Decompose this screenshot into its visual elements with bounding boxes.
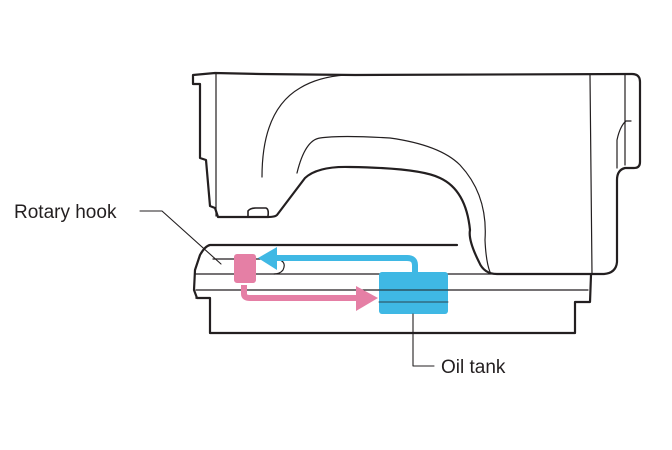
oil-tank-label: Oil tank <box>441 357 506 378</box>
oil-tank-block <box>379 272 448 314</box>
return-flow-arrow <box>241 285 378 311</box>
machine-arm <box>191 71 642 276</box>
rotary-hook-leader-line <box>139 210 222 265</box>
rotary-hook-block <box>234 254 256 283</box>
rotary-hook-label: Rotary hook <box>14 202 117 223</box>
oil-tank-leader-line <box>412 313 435 367</box>
supply-flow-arrow <box>258 247 418 272</box>
